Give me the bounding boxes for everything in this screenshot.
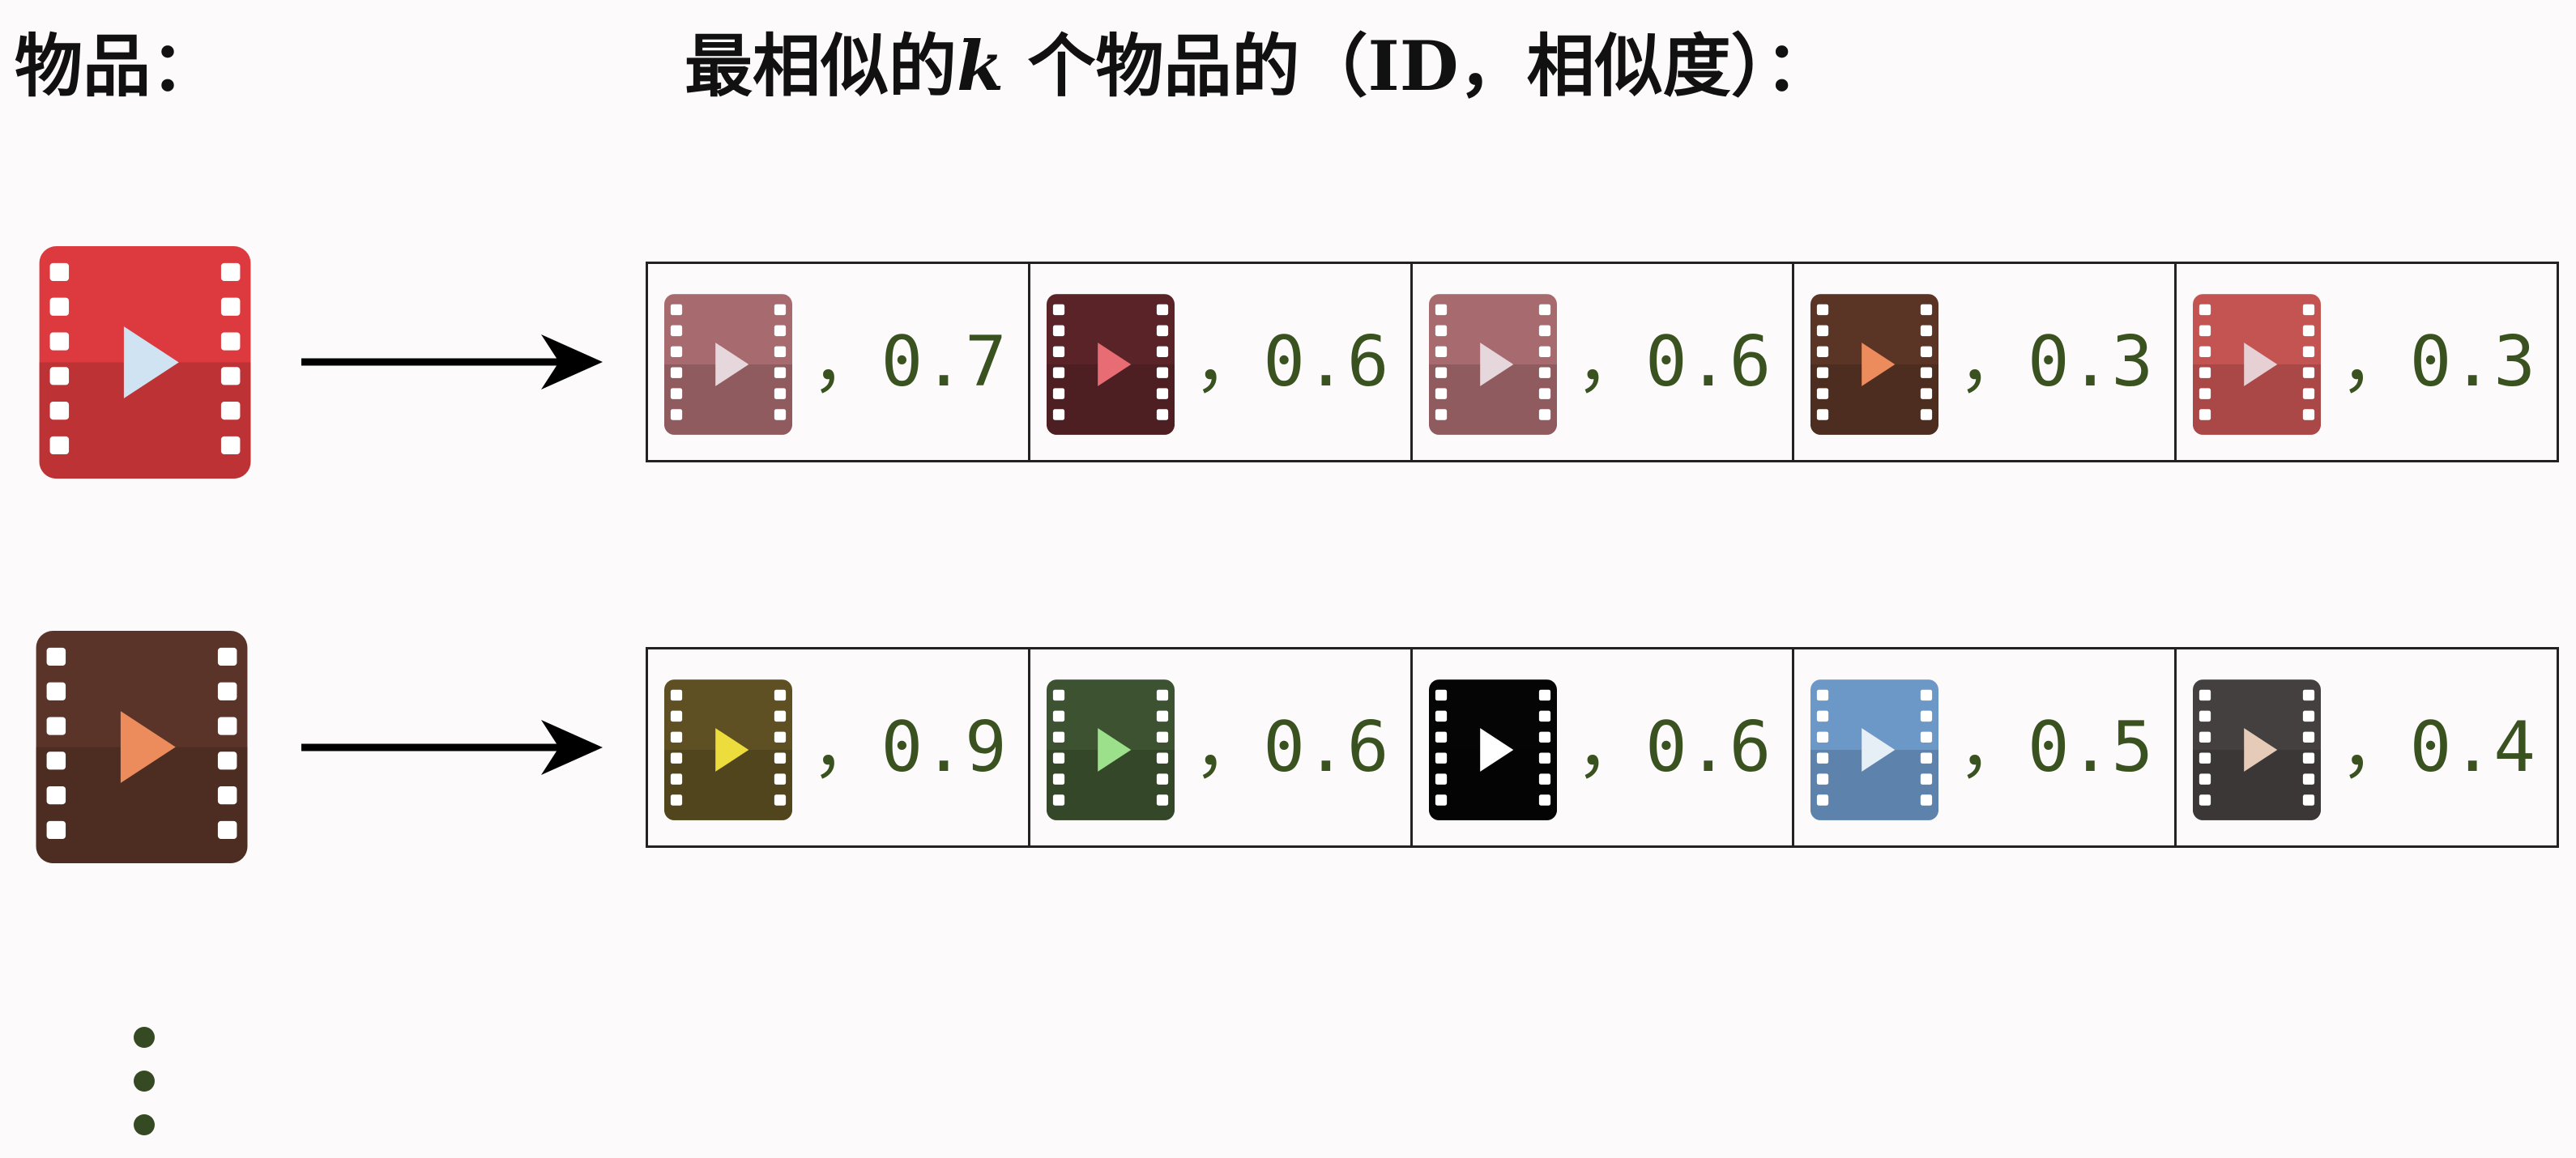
separator: ， — [1193, 707, 1264, 788]
score-value: 0.6 — [1645, 321, 1772, 402]
separator: ， — [1957, 707, 2028, 788]
query-item-film-icon — [39, 246, 251, 479]
similar-item-film-icon — [1046, 294, 1175, 435]
separator: ， — [1576, 707, 1646, 788]
similar-item-cell: ，0.5 — [1792, 649, 2174, 845]
score-value: 0.4 — [2409, 707, 2535, 788]
similar-item-cell: ，0.4 — [2174, 649, 2557, 845]
similar-item-film-icon — [664, 294, 792, 435]
score-value: 0.3 — [2409, 321, 2535, 402]
arrow-right-icon — [301, 334, 603, 390]
similar-items-heading: 最相似的k 个物品的（ID，相似度）： — [685, 32, 1833, 100]
similar-item-film-icon — [1428, 679, 1557, 820]
similarity-score: ，0.4 — [2340, 713, 2535, 782]
similarity-score: ，0.6 — [1576, 713, 1771, 782]
similar-item-cell: ，0.9 — [648, 649, 1028, 845]
similar-item-cell: ，0.7 — [648, 264, 1028, 460]
score-value: 0.6 — [1645, 707, 1772, 788]
similarity-score: ，0.6 — [1193, 713, 1388, 782]
arrow-right-icon — [301, 720, 603, 775]
separator: ， — [1576, 321, 1646, 402]
similar-item-film-icon — [2193, 294, 2322, 435]
score-value: 0.7 — [881, 321, 1007, 402]
separator: ， — [811, 321, 881, 402]
similarity-score: ，0.3 — [1958, 327, 2153, 397]
similarity-score: ，0.6 — [1193, 327, 1388, 397]
separator: ， — [811, 707, 881, 788]
similarity-score: ，0.9 — [811, 713, 1006, 782]
separator: ， — [2339, 321, 2410, 402]
similarity-score: ，0.5 — [1958, 713, 2153, 782]
similar-item-film-icon — [1810, 294, 1939, 435]
similar-item-cell: ，0.6 — [1410, 649, 1793, 845]
similarity-score: ，0.6 — [1576, 327, 1771, 397]
similar-items-table: ，0.9，0.6，0.6，0.5，0.4 — [646, 647, 2559, 848]
separator: ， — [2339, 707, 2410, 788]
similar-item-film-icon — [2193, 679, 2322, 820]
similar-item-cell: ，0.6 — [1027, 649, 1410, 845]
score-value: 0.3 — [2027, 321, 2154, 402]
separator: ， — [1193, 321, 1264, 402]
similar-item-film-icon — [1046, 679, 1175, 820]
score-value: 0.9 — [881, 707, 1007, 788]
heading-prefix: 最相似的 — [685, 26, 957, 106]
similar-item-film-icon — [1810, 679, 1939, 820]
heading-suffix: 个物品的（ID，相似度）： — [1027, 26, 1833, 106]
similarity-score: ，0.3 — [2340, 327, 2535, 397]
similarity-score: ，0.7 — [811, 327, 1006, 397]
similar-item-cell: ，0.6 — [1410, 264, 1793, 460]
similar-item-film-icon — [664, 679, 792, 820]
similar-items-table: ，0.7，0.6，0.6，0.3，0.3 — [646, 262, 2559, 462]
score-value: 0.6 — [1263, 707, 1389, 788]
similar-item-cell: ，0.6 — [1027, 264, 1410, 460]
separator: ， — [1957, 321, 2028, 402]
items-heading: 物品： — [15, 26, 220, 106]
similar-item-cell: ，0.3 — [2174, 264, 2557, 460]
similar-item-film-icon — [1428, 294, 1557, 435]
k-variable: k — [957, 26, 1004, 106]
query-item-film-icon — [36, 631, 248, 863]
similar-item-cell: ，0.3 — [1792, 264, 2174, 460]
score-value: 0.5 — [2027, 707, 2154, 788]
score-value: 0.6 — [1263, 321, 1389, 402]
vertical-ellipsis-icon — [134, 1027, 158, 1158]
